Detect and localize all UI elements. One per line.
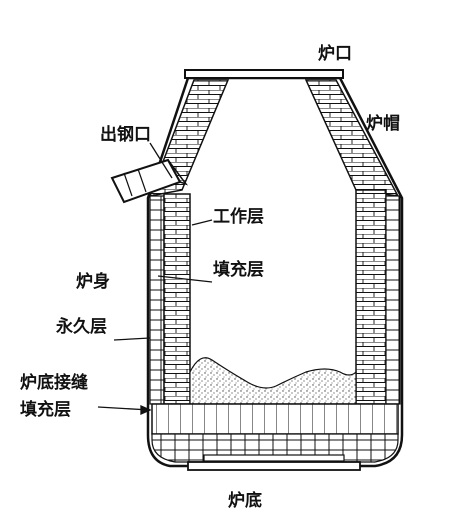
cap-lining-right — [304, 79, 400, 197]
label-furnace-body: 炉身 — [76, 272, 110, 292]
mouth-flange — [184, 69, 344, 79]
leader-lines — [97, 142, 213, 416]
label-filler-layer: 填充层 — [213, 260, 264, 280]
label-furnace-mouth: 炉口 — [318, 44, 352, 64]
bottom-lining — [151, 403, 399, 435]
label-bottom-joint-line1: 炉底接缝 — [20, 373, 88, 393]
left-working-layer — [163, 193, 191, 405]
label-tap-hole: 出钢口 — [100, 125, 151, 145]
label-permanent-layer: 永久层 — [56, 317, 107, 337]
melt-zone — [189, 357, 357, 405]
outer-shell — [146, 76, 404, 468]
left-permanent-layer — [149, 195, 165, 405]
label-working-layer: 工作层 — [213, 207, 264, 227]
tap-hole-spout — [110, 158, 189, 204]
bottom-support-inner — [203, 454, 345, 462]
label-bottom-joint-line2: 填充层 — [20, 400, 71, 420]
bottom-support — [187, 461, 361, 471]
right-permanent-layer — [385, 195, 401, 405]
label-furnace-cap: 炉帽 — [366, 114, 400, 134]
right-working-layer — [355, 189, 387, 405]
label-furnace-bottom: 炉底 — [228, 491, 262, 511]
